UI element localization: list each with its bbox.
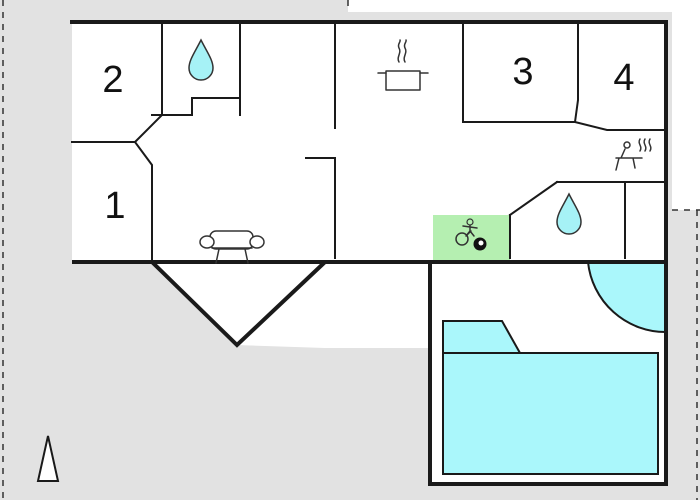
game-room — [433, 215, 510, 260]
pool-main — [442, 352, 659, 475]
water-drop-icon — [188, 38, 214, 81]
house-exterior-wall — [70, 20, 668, 486]
pool-step — [442, 320, 522, 354]
table-tennis-billiards-icon — [455, 218, 487, 251]
pool-round-spa — [586, 261, 667, 334]
house-footprint — [72, 22, 666, 348]
water-drop-icon — [556, 192, 582, 235]
stove-pot-icon — [377, 39, 429, 91]
upper-white-strip — [348, 0, 700, 12]
room-number-2: 2 — [102, 59, 123, 101]
right-white-strip — [672, 12, 700, 210]
sauna-icon — [615, 138, 652, 171]
interior-walls — [71, 21, 667, 263]
room-number-4: 4 — [613, 57, 634, 99]
north-arrow-icon — [36, 435, 60, 482]
room-number-3: 3 — [512, 51, 533, 93]
room-number-1: 1 — [104, 185, 125, 227]
sofa-icon — [199, 230, 265, 264]
